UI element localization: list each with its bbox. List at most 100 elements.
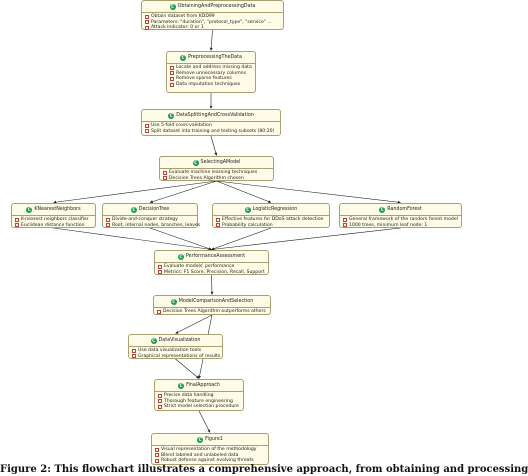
node-divider [12,215,95,216]
node-item-text: Locate and address missing data [176,65,252,70]
node-item-text: Decision Trees Algorithm chosen [169,175,244,181]
bullet-icon [145,123,149,128]
class-icon: C [244,206,251,213]
class-icon: C [180,54,187,61]
node-item: Parameters: "duration", "protocol_type",… [145,20,280,26]
edge-final-to-figure [198,410,211,433]
class-icon: C [26,206,33,213]
node-item: Probability calculation [216,223,326,229]
class-icon: C [197,436,204,443]
node-title: ModelComparisonAndSelection [178,298,254,304]
node-item: Attack indicator: 0 or 1 [145,25,280,31]
bullet-icon [170,65,174,70]
node-item-text: Blend labeled and unlabeled data [161,452,239,458]
node-item-list: Decision Trees Algorithm outperforms oth… [154,308,270,315]
node-title: DecisionTree [138,206,170,212]
bullet-icon [145,20,149,25]
node-title: PerformanceAssessment [185,253,246,259]
class-icon: C [178,382,185,389]
node-title: KNearestNeighbors [34,206,81,212]
node-title: Figure1 [205,436,223,442]
bullet-icon [132,348,136,353]
class-icon: C [379,206,386,213]
node-item: Root, internal nodes, branches, leaves [106,223,200,229]
node-title: PreprocessingTheData [188,54,242,60]
node-item: Use 5-fold cross-validation [145,123,277,129]
bullet-icon [343,217,347,222]
node-item: General framework of the random forest m… [343,217,458,223]
node-title: ObtainingAndPreprocessingData [177,3,256,9]
bullet-icon [216,223,220,228]
bullet-icon [145,129,149,134]
edge-select-to-logit [216,180,272,203]
node-item-text: Graphical representations of results [138,353,221,359]
bullet-icon [145,14,149,19]
node-item-text: Attack indicator: 0 or 1 [151,25,204,31]
node-item-text: Evaluate machine learning techniques [169,170,258,175]
node-item-text: Split dataset into training and testing … [151,128,275,134]
node-item-text: Use 5-fold cross-validation [151,123,212,128]
node-item: Evaluate machine learning techniques [163,170,270,176]
node-item: Locate and address missing data [170,65,252,71]
node-item-text: Evaluate models' performance [164,264,235,269]
node-item-text: Parameters: "duration", "protocol_type",… [151,19,272,25]
class-icon: C [130,206,137,213]
node-item: Effective features for DDoS attack detec… [216,217,326,223]
bullet-icon [158,270,162,275]
bullet-icon [106,217,110,222]
edge-obtain-to-preprocess [209,29,213,51]
bullet-icon [132,354,136,359]
node-item-text: Strict model selection procedure [164,404,239,410]
bullet-icon [158,393,162,398]
node-item-text: 1000 trees, minimum leaf node: 1 [349,222,428,228]
node-item-text: Use data visualization tools [138,348,202,353]
node-item: Strict model selection procedure [158,404,240,410]
node-divider [129,346,222,347]
node-item: Remove sparse features [170,76,252,82]
edge-viz-to-final [175,358,200,379]
node-item: Precise data handling [158,393,240,399]
class-icon: C [168,112,175,119]
node-item-text: Root, internal nodes, branches, leaves [112,222,201,228]
edge-select-to-tree [149,180,217,204]
node-item: Metrics: F1 Score, Precision, Recall, Su… [158,270,265,276]
node-divider [103,215,197,216]
node-item: Evaluate models' performance [158,264,265,270]
class-icon: C [169,3,176,10]
bullet-icon [157,309,161,314]
bullet-icon [158,264,162,269]
edge-select-to-forest [216,180,401,204]
bullet-icon [170,71,174,76]
node-item-text: Robust defense against evolving threats [161,458,254,464]
node-item-text: Data imputation techniques [176,81,241,87]
node-item: 1000 trees, minimum leaf node: 1 [343,223,458,229]
bullet-icon [158,404,162,409]
node-item-text: Effective features for DDoS attack detec… [222,217,324,222]
bullet-icon [216,217,220,222]
node-title: DataVisualization [158,337,201,343]
node-item: Divide-and-conquer strategy [106,217,194,223]
node-item: Use data visualization tools [132,348,219,354]
bullet-icon [170,82,174,87]
bullet-icon [15,223,19,228]
node-item-text: Remove unnecessary columns [176,70,246,76]
node-item: Split dataset into training and testing … [145,129,277,135]
